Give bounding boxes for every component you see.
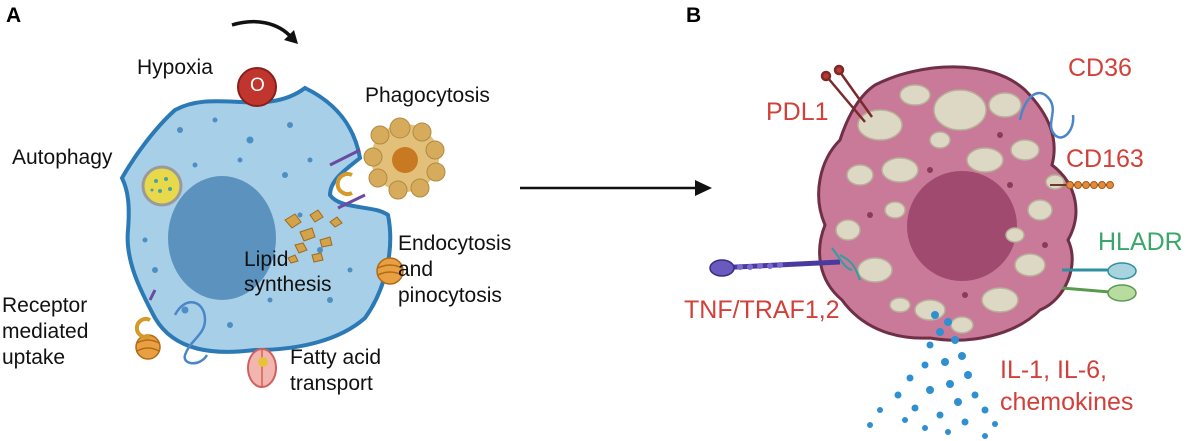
panel-label-b: B (686, 4, 702, 27)
label-fatty-acid-line2: transport (290, 372, 373, 395)
receptor-uptake-graphic (134, 289, 209, 365)
label-receptor-line1: Receptor (2, 294, 88, 317)
autophagosome (141, 165, 183, 207)
label-cytokines-line2: chemokines (1000, 388, 1134, 416)
lipid-vesicles (835, 84, 1065, 334)
label-autophagy: Autophagy (12, 146, 113, 169)
label-cd36: CD36 (1068, 54, 1132, 82)
lipid-fragments (284, 209, 343, 264)
hladr-receptors (1061, 262, 1137, 302)
tnf-traf-receptor (709, 247, 861, 281)
rotation-arrow (231, 19, 294, 40)
right-cell (817, 65, 1078, 342)
label-endocytosis-line2: and (398, 258, 434, 281)
label-cytokines-line1: IL-1, IL-6, (1000, 356, 1107, 384)
label-receptor-line2: mediated (2, 320, 89, 343)
oxygen-symbol: O (250, 75, 265, 96)
label-hypoxia: Hypoxia (137, 56, 213, 79)
left-cell (119, 85, 393, 354)
cytokine-particles (867, 311, 998, 439)
phagocytic-cup (335, 172, 353, 196)
label-tnf-traf: TNF/TRAF1,2 (684, 296, 840, 324)
label-lipid-synthesis-line1: Lipid (244, 248, 289, 271)
cd36-receptor (1018, 91, 1075, 139)
panel-label-a: A (6, 4, 22, 27)
transition-arrow-head (695, 180, 712, 196)
label-lipid-synthesis-line2: synthesis (244, 273, 332, 296)
right-granules (867, 132, 1048, 298)
cd163-receptor (1050, 181, 1114, 189)
label-fatty-acid-line1: Fatty acid (290, 346, 382, 369)
label-phagocytosis: Phagocytosis (365, 84, 490, 107)
endocytosis-vesicle (376, 257, 404, 285)
label-endocytosis-line3: pinocytosis (398, 284, 502, 307)
right-nucleus (907, 171, 1017, 281)
phagocytosed-particle (363, 117, 446, 200)
label-cd163: CD163 (1066, 145, 1144, 173)
label-pdl1: PDL1 (766, 98, 829, 126)
pdl1-receptor (820, 64, 874, 123)
oxygen-ball (237, 67, 277, 107)
phagocytic-receptors (329, 148, 366, 210)
label-endocytosis-line1: Endocytosis (398, 232, 512, 255)
label-hladr: HLADR (1098, 228, 1183, 256)
left-nucleus (168, 176, 276, 300)
label-receptor-line3: uptake (2, 346, 66, 369)
fatty-acid-transporter (247, 348, 277, 388)
